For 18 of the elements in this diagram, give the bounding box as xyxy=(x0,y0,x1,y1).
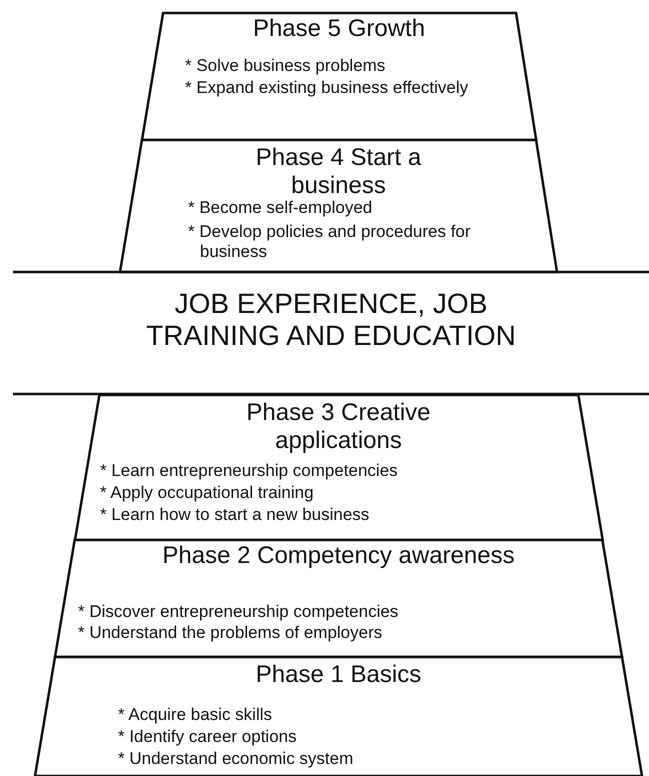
bullet-point: * Understand economic system xyxy=(118,749,354,770)
tier-heading: Phase 2 Competency awareness xyxy=(161,542,516,570)
bullet-point: * Discover entrepreneurship competencies xyxy=(78,602,400,622)
tier-heading: Phase 4 Start a business xyxy=(254,144,422,200)
tier-heading: Phase 5 Growth xyxy=(252,15,426,43)
bullet-point: * Acquire basic skills xyxy=(118,705,274,726)
tier-heading: Phase 1 Basics xyxy=(254,661,422,689)
bullet-point: * Expand existing business effectively xyxy=(184,78,470,98)
bullet-point: * Understand the problems of employers xyxy=(78,623,384,644)
bullet-point: * Identify career options xyxy=(118,727,298,748)
tier-heading: JOB EXPERIENCE, JOB TRAINING AND EDUCATION xyxy=(145,288,517,352)
bullet-point: * Apply occupational training xyxy=(100,483,315,504)
bullet-point: * Develop policies and procedures for business xyxy=(188,222,472,263)
bullet-point: * Learn entrepreneurship competencies xyxy=(100,461,399,482)
tier-heading: Phase 3 Creative applications xyxy=(245,399,432,454)
bullet-point: * Solve business problems xyxy=(184,56,386,76)
bullet-point: * Become self-employed xyxy=(188,198,374,218)
bullet-point: * Learn how to start a new business xyxy=(100,505,370,526)
